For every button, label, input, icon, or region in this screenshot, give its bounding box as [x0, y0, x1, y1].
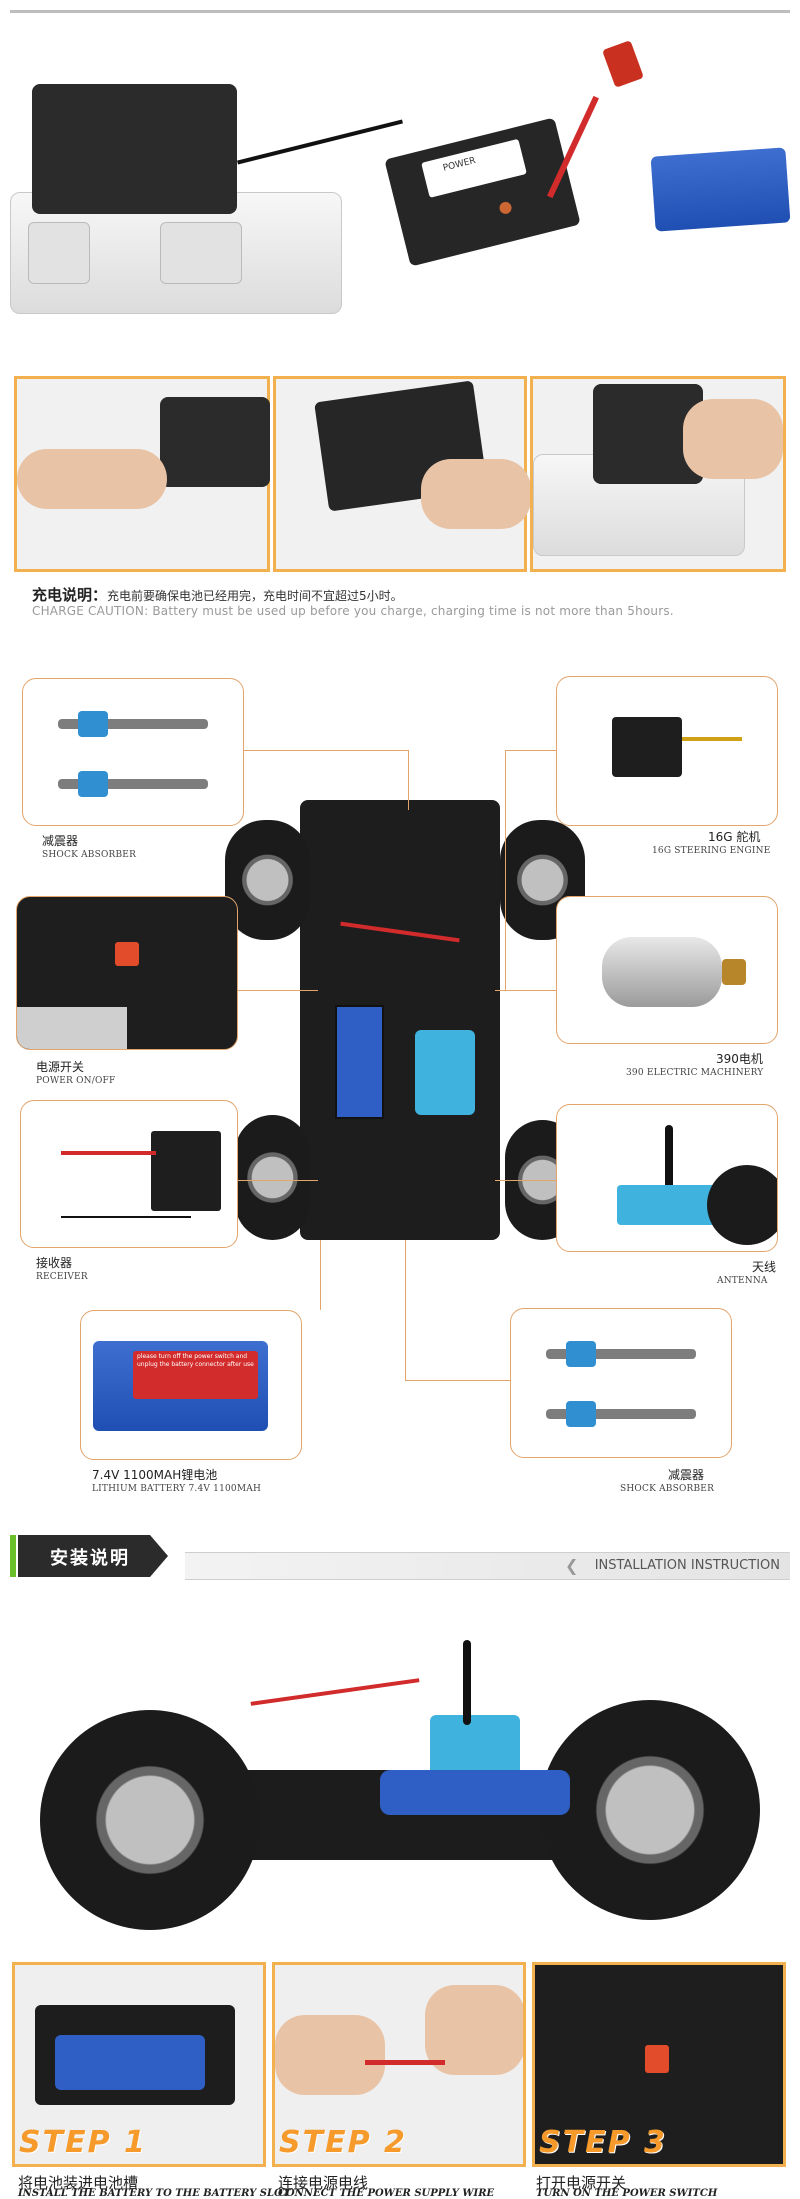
hand — [683, 399, 783, 479]
leader-line — [238, 1180, 318, 1181]
charge-caution-en: CHARGE CAUTION: Battery must be used up … — [32, 604, 674, 618]
callout-power-switch — [16, 896, 238, 1050]
socket — [160, 222, 242, 284]
tire — [40, 1710, 260, 1930]
top-divider — [10, 10, 790, 13]
leader-line — [238, 990, 318, 991]
wire — [250, 1678, 420, 1706]
step-panel-2: STEP 2 — [272, 1962, 526, 2167]
leader-line — [495, 1180, 556, 1181]
step-panel-3: STEP 3 — [532, 1962, 786, 2167]
leader-line — [495, 990, 556, 991]
chassis-diagram: 减震器 SHOCK ABSORBER 16G 舵机 16G STEERING E… — [0, 660, 800, 1500]
label-motor-en: 390 ELECTRIC MACHINERY — [626, 1068, 764, 1078]
socket — [28, 222, 90, 284]
callout-shock-bottom — [510, 1308, 732, 1458]
charge-caution-cn: 充电说明：充电前要确保电池已经用完，充电时间不宜超过5小时。 — [32, 584, 403, 605]
antenna — [463, 1640, 471, 1725]
cable — [237, 119, 403, 165]
battery-pack — [380, 1770, 570, 1815]
chevron-icon: ❮ — [565, 1556, 579, 1575]
step-caption-2-cn: 连接电源电线 — [278, 2174, 369, 2192]
charger-unit — [160, 397, 270, 487]
step-caption-1-en: INSTALL THE BATTERY TO THE BATTERY SLOT — [18, 2188, 291, 2199]
battery-print: please turn off the power switch and unp… — [137, 1353, 254, 1368]
connector — [602, 40, 644, 88]
label-shock-top-cn: 减震器 — [42, 834, 79, 848]
accent-bar — [10, 1535, 16, 1577]
charge-step-photo-1 — [14, 376, 270, 572]
callout-battery: please turn off the power switch and unp… — [80, 1310, 302, 1460]
callout-shock-top — [22, 678, 244, 826]
leader-line — [405, 1380, 510, 1381]
label-power-en: POWER ON/OFF — [36, 1076, 116, 1086]
motor — [415, 1030, 475, 1115]
step-panel-1: STEP 1 — [12, 1962, 266, 2167]
charge-step-photo-2 — [273, 376, 531, 572]
tire — [540, 1700, 760, 1920]
header-badge — [18, 1535, 168, 1577]
leader-line — [405, 1240, 406, 1380]
label-shock-bottom-en: SHOCK ABSORBER — [620, 1484, 715, 1494]
hand — [17, 449, 167, 509]
callout-steering — [556, 676, 778, 826]
leader-line — [505, 750, 556, 751]
hand — [421, 459, 531, 529]
step-caption-3-cn: 打开电源开关 — [536, 2174, 627, 2192]
label-battery-cn: 7.4V 1100MAH锂电池 — [92, 1468, 218, 1482]
label-motor-cn: 390电机 — [716, 1052, 763, 1066]
leader-line — [320, 1240, 321, 1310]
label-shock-top-en: SHOCK ABSORBER — [42, 850, 137, 860]
installation-title-cn: 安装说明 — [50, 1548, 130, 1569]
label-battery-en: LITHIUM BATTERY 7.4V 1100MAH — [92, 1484, 262, 1494]
tire — [225, 820, 310, 940]
chassis-frame — [300, 800, 500, 1240]
label-antenna-cn: 天线 — [752, 1260, 777, 1274]
installation-title-en: INSTALLATION INSTRUCTION — [594, 1558, 780, 1573]
label-receiver-en: RECEIVER — [36, 1272, 88, 1282]
label-steering-en: 16G STEERING ENGINE — [652, 846, 771, 856]
charge-caution-text: 充电前要确保电池已经用完，充电时间不宜超过5小时。 — [107, 589, 403, 603]
installation-header-bar: ❮ INSTALLATION INSTRUCTION — [185, 1552, 790, 1580]
label-shock-bottom-cn: 减震器 — [668, 1468, 705, 1482]
leader-line — [244, 750, 409, 751]
step-label-2: STEP 2 — [279, 2125, 407, 2160]
step-label-1: STEP 1 — [19, 2125, 147, 2160]
battery-slot — [335, 1005, 384, 1119]
battery-pack — [650, 147, 790, 232]
installation-header-tab: 安装说明 — [0, 1535, 185, 1577]
charger-hero-photo: POWER — [10, 22, 790, 352]
leader-line — [505, 750, 506, 990]
adapter-plug — [32, 84, 237, 214]
label-steering-cn: 16G 舵机 — [708, 830, 761, 844]
label-power-cn: 电源开关 — [36, 1060, 85, 1074]
callout-receiver — [20, 1100, 238, 1248]
step-caption-1-cn: 将电池装进电池槽 — [18, 2174, 139, 2192]
label-receiver-cn: 接收器 — [36, 1256, 73, 1270]
callout-antenna — [556, 1104, 778, 1252]
leader-line — [408, 750, 409, 810]
step-caption-3-en: TURN ON THE POWER SWITCH — [536, 2188, 718, 2199]
car-side-view — [20, 1620, 780, 1950]
callout-motor — [556, 896, 778, 1044]
step-label-3: STEP 3 — [539, 2125, 667, 2160]
charge-step-photo-3 — [530, 376, 786, 572]
step-caption-2-en: CONNECT THE POWER SUPPLY WIRE — [278, 2188, 495, 2199]
label-antenna-en: ANTENNA — [717, 1276, 768, 1286]
tire — [235, 1115, 310, 1240]
charge-caution-label: 充电说明： — [32, 586, 108, 604]
